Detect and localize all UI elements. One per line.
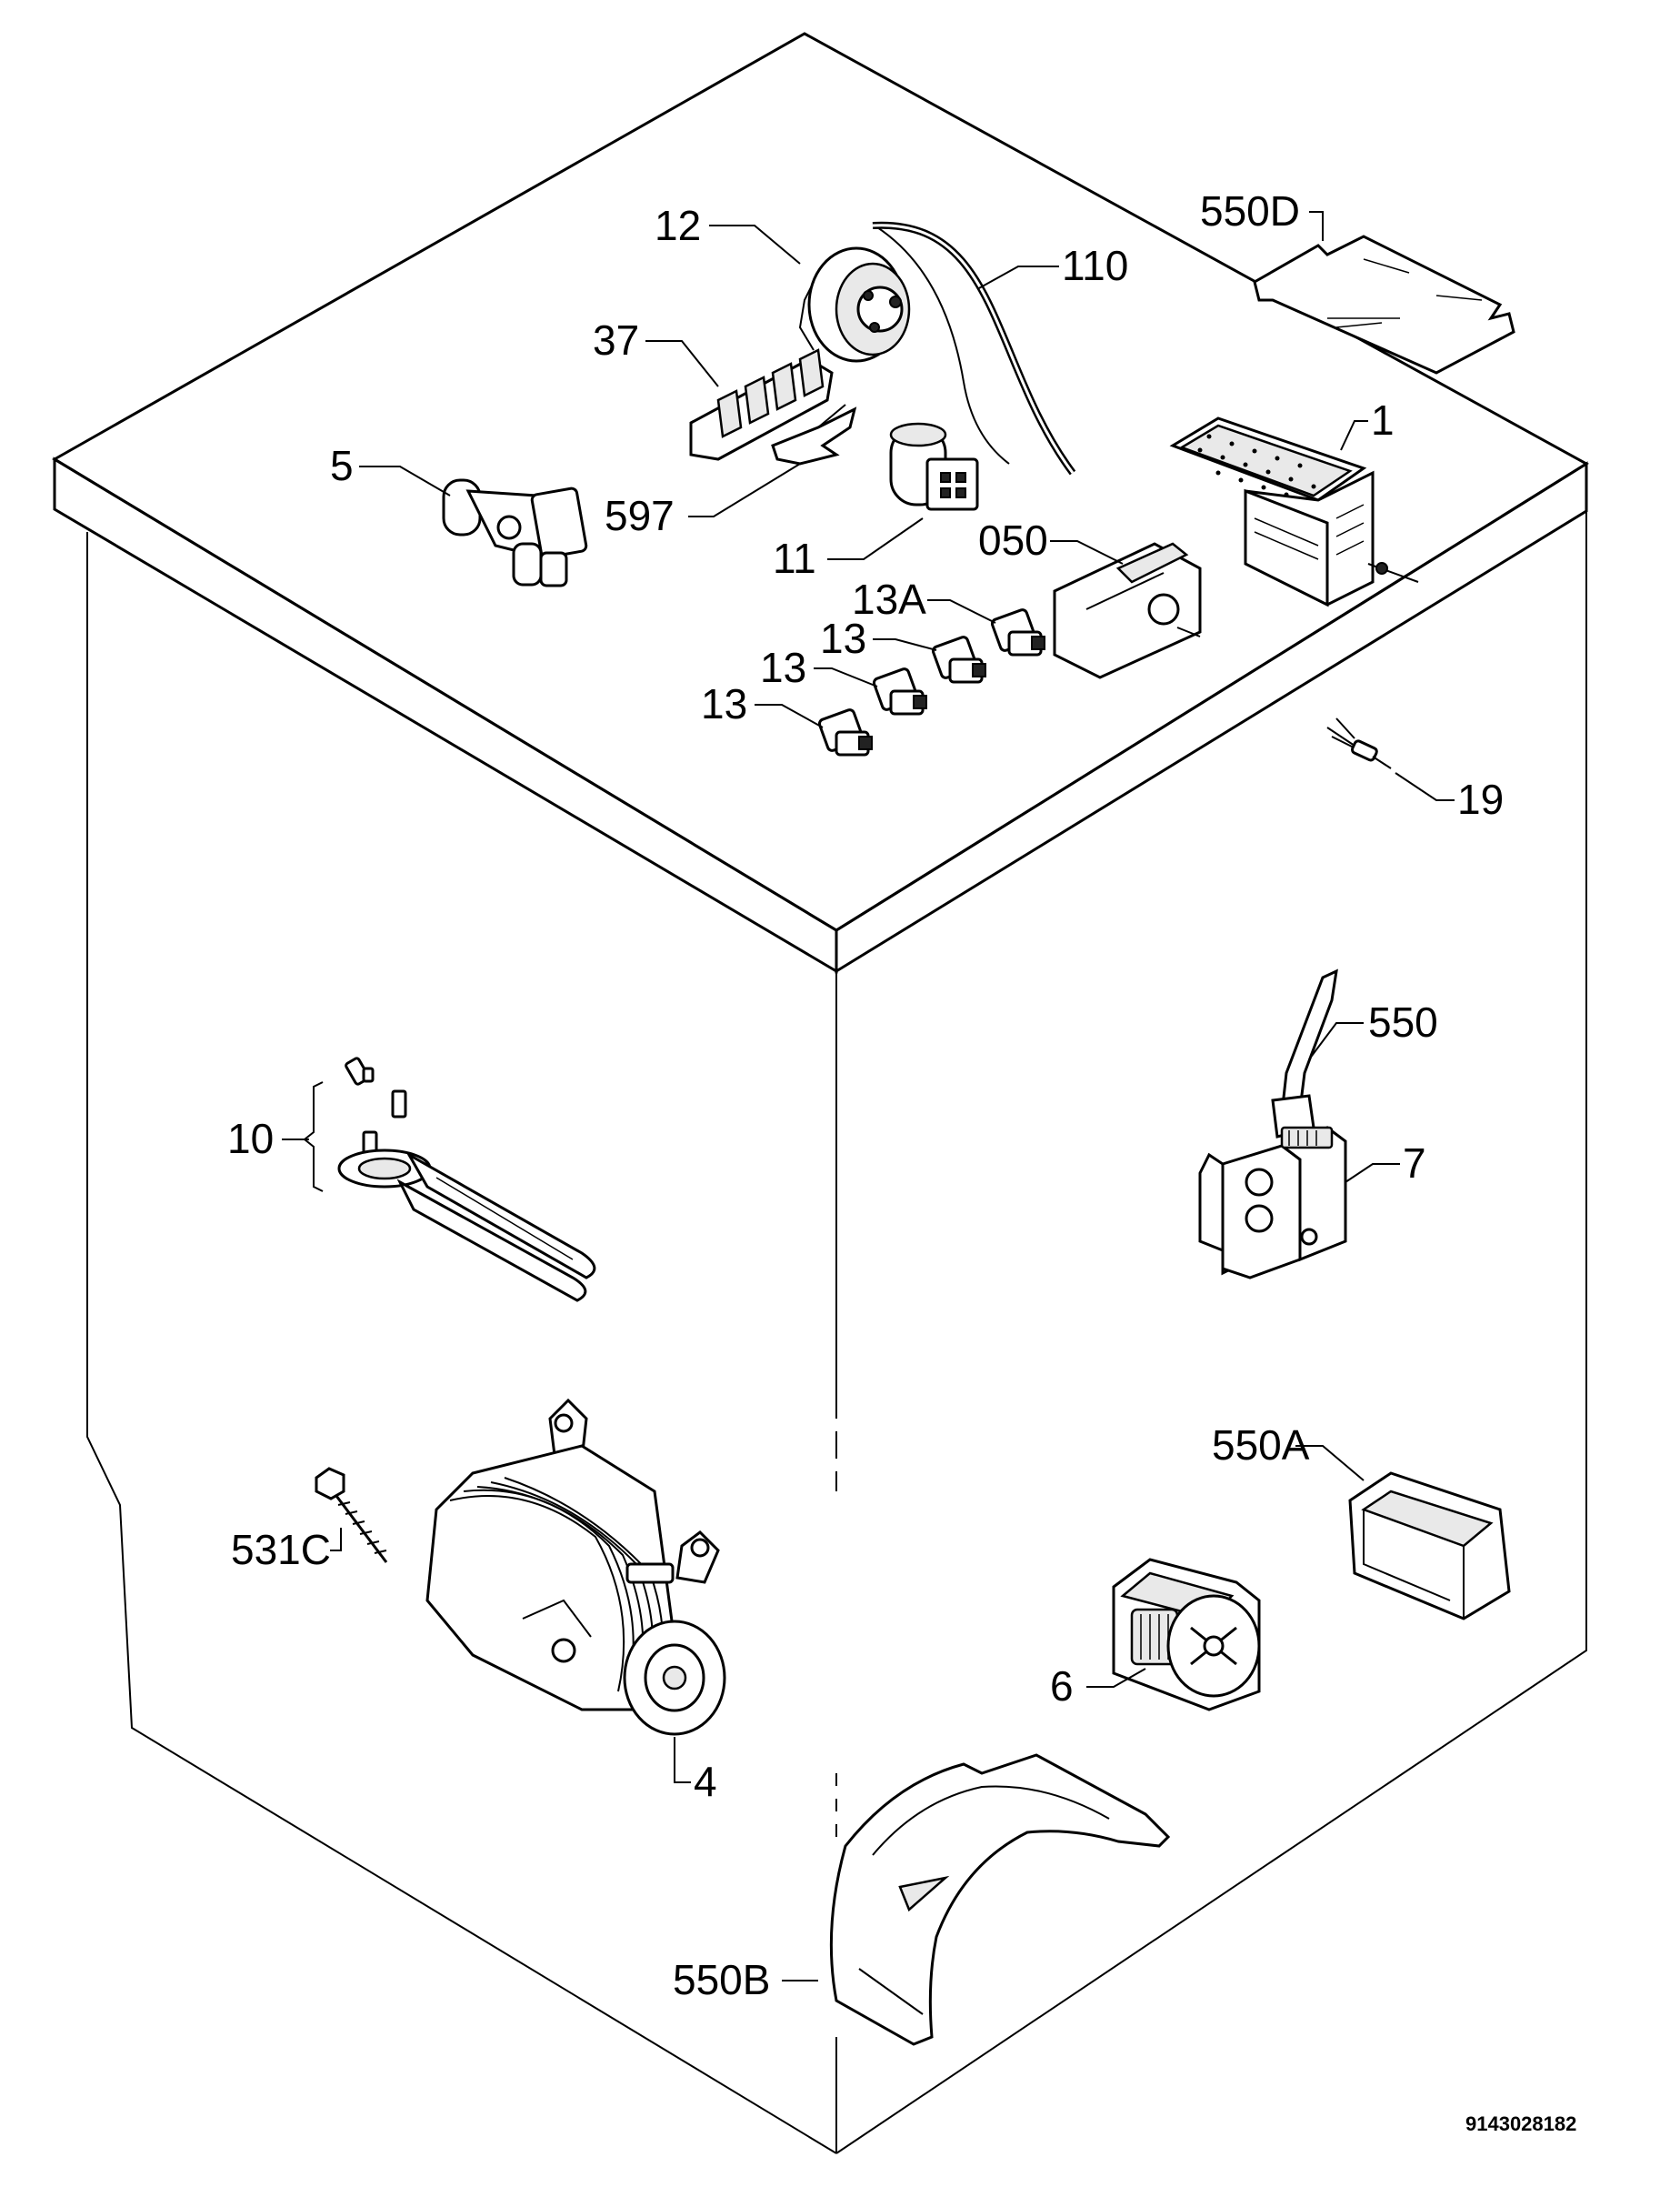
label-597: 597 [605,492,675,539]
part-labels: 12 110 550D 37 1 5 597 11 050 13A 13 13 … [227,187,1504,2003]
leader-13-3 [873,638,937,651]
label-19: 19 [1457,776,1504,823]
leader-12 [709,225,801,265]
label-13-2: 13 [760,644,806,691]
label-1: 1 [1371,396,1395,444]
switch-part-050[interactable] [1053,542,1202,679]
cabinet-outline [52,32,1589,2154]
connector-part-13-1[interactable] [817,708,873,757]
cabinet-top-edge-right [835,461,1588,974]
leader-050 [1050,540,1124,565]
leader-5 [359,466,451,497]
terminal-block-part-37[interactable] [689,348,834,461]
label-13-3: 13 [820,615,866,662]
label-37: 37 [593,316,639,364]
pump-part-6[interactable] [1112,1558,1261,1711]
leader-lines [282,211,1455,1981]
label-6: 6 [1050,1662,1074,1710]
guard-part-550b[interactable] [829,1753,1171,2046]
lever-part-550[interactable] [1271,968,1338,1139]
label-7: 7 [1403,1139,1426,1187]
label-13a: 13A [852,576,926,623]
leader-110 [976,266,1059,290]
label-531c: 531C [231,1526,331,1573]
drawing-code: 9143028182 [1465,2112,1576,2135]
label-11: 11 [773,535,816,582]
capacitor-part-11[interactable] [889,422,979,511]
label-050: 050 [978,517,1048,564]
label-550d: 550D [1200,187,1300,235]
leader-531c [330,1528,342,1551]
motor-part-4[interactable] [425,1398,726,1736]
leader-550a [1295,1445,1365,1481]
bracket-10 [303,1081,324,1192]
connector-part-13-2[interactable] [872,667,927,716]
connector-part-13a[interactable] [990,608,1045,657]
hose-part-110[interactable] [872,221,1076,476]
electronic-module-part-1[interactable] [1169,416,1419,607]
leader-19 [1395,772,1455,801]
label-4: 4 [694,1758,717,1805]
label-110: 110 [1062,242,1128,289]
leader-13-2 [814,667,878,687]
screw-part-531c[interactable] [315,1467,388,1563]
leader-4 [674,1737,691,1783]
leader-1 [1340,420,1368,451]
cabinet-left-wall [86,532,837,2154]
label-550: 550 [1368,998,1438,1046]
label-10: 10 [227,1115,274,1162]
connector-part-13-3[interactable] [931,636,986,684]
label-550b: 550B [673,1956,770,2003]
leader-13a [927,599,996,624]
label-5: 5 [330,442,354,489]
pressure-switch-part-12[interactable] [798,226,1010,465]
label-13-1: 13 [701,680,747,727]
leader-37 [645,340,719,387]
cover-part-550a[interactable] [1348,1471,1511,1620]
clip-part-597[interactable] [771,404,857,466]
label-550a: 550A [1212,1421,1310,1469]
leader-550 [1308,1022,1364,1060]
label-12: 12 [655,202,701,249]
leader-6 [1086,1668,1146,1688]
cover-plate-part-550d[interactable] [1253,235,1515,375]
leader-550d [1309,211,1324,241]
leader-11 [827,517,924,560]
leader-597 [688,463,801,517]
door-lock-part-7[interactable] [1198,1126,1347,1279]
leader-7 [1345,1163,1400,1183]
cabinet-right-wall [835,511,1587,2154]
leader-13-1 [755,704,824,728]
inlet-valve-part-5[interactable] [442,478,588,587]
heating-element-part-10[interactable] [337,1057,596,1302]
sensor-part-19[interactable] [1326,717,1392,769]
